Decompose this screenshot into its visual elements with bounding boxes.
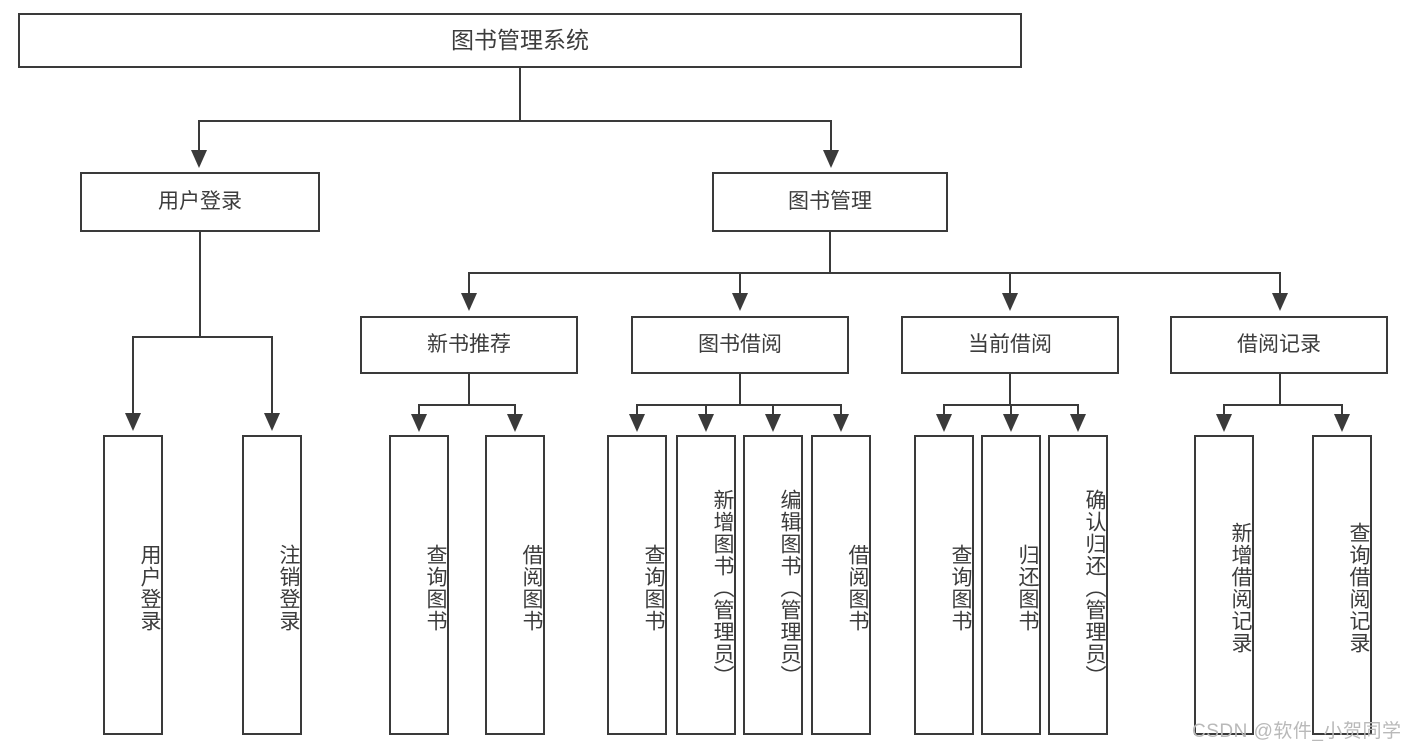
connector-bookborrow-drop-4 [840,404,842,416]
arrow-icon-currentborrow-1 [936,414,952,432]
arrow-icon-borrowrecord-2 [1334,414,1350,432]
connector-bookborrow-drop-2 [705,404,707,416]
leaf-bookborrow-query-book[interactable]: 查询图书 [607,435,667,735]
arrow-icon-currentborrow-3 [1070,414,1086,432]
node-new-book-recommend[interactable]: 新书推荐 [360,316,578,374]
node-book-management[interactable]: 图书管理 [712,172,948,232]
connector-userlogin-stem [199,232,201,337]
connector-userlogin-drop-2 [271,336,273,415]
connector-bookmgmt-stem [829,232,831,274]
node-borrow-record[interactable]: 借阅记录 [1170,316,1388,374]
node-root-system[interactable]: 图书管理系统 [18,13,1022,68]
arrow-icon-userlogin-2 [264,413,280,431]
connector-borrowrecord-drop-2 [1341,404,1343,416]
connector-bookmgmt-drop-3 [1009,272,1011,295]
node-label: 注销登录 [277,544,300,632]
arrow-icon-bookmgmt-2 [732,293,748,311]
arrow-icon-newbook-2 [507,414,523,432]
node-label: 确认归还（管理员） [1083,489,1106,687]
leaf-borrowrecord-add-record[interactable]: 新增借阅记录 [1194,435,1254,735]
connector-bookborrow-drop-3 [772,404,774,416]
connector-bookborrow-bus [636,404,842,406]
arrow-icon-currentborrow-2 [1003,414,1019,432]
node-label: 图书借阅 [698,332,782,356]
leaf-newbook-borrow-book[interactable]: 借阅图书 [485,435,545,735]
node-label: 用户登录 [158,189,242,213]
connector-newbook-drop-1 [418,404,420,416]
node-label: 用户登录 [138,544,161,632]
node-label: 编辑图书（管理员） [778,489,801,687]
connector-root-stem [519,68,521,120]
node-label: 当前借阅 [968,332,1052,356]
arrow-icon-borrowrecord-1 [1216,414,1232,432]
connector-bookborrow-drop-1 [636,404,638,416]
node-label: 查询图书 [424,544,447,632]
connector-currentborrow-drop-3 [1077,404,1079,416]
leaf-newbook-query-book[interactable]: 查询图书 [389,435,449,735]
arrow-icon-bookborrow-1 [629,414,645,432]
node-book-borrow[interactable]: 图书借阅 [631,316,849,374]
node-label: 借阅图书 [520,544,543,632]
node-label: 归还图书 [1016,544,1039,632]
connector-newbook-drop-2 [514,404,516,416]
node-label: 图书管理 [788,189,872,213]
connector-bookmgmt-drop-1 [468,272,470,295]
connector-borrowrecord-stem [1279,374,1281,406]
connector-newbook-bus [418,404,516,406]
connector-borrowrecord-drop-1 [1223,404,1225,416]
connector-root-drop-2 [830,120,832,152]
leaf-borrowrecord-query-record[interactable]: 查询借阅记录 [1312,435,1372,735]
node-label: 新增图书（管理员） [711,489,734,687]
arrow-icon-bookmgmt-3 [1002,293,1018,311]
connector-borrowrecord-bus [1223,404,1343,406]
node-label: 查询借阅记录 [1347,522,1370,654]
connector-bookmgmt-bus [468,272,1280,274]
leaf-logout[interactable]: 注销登录 [242,435,302,735]
arrow-icon-newbook-1 [411,414,427,432]
connector-bookmgmt-drop-2 [739,272,741,295]
leaf-currentborrow-return-book[interactable]: 归还图书 [981,435,1041,735]
connector-root-bus [198,120,832,122]
watermark-text: CSDN @软件_小贺同学 [1192,721,1402,742]
arrow-icon-bookborrow-3 [765,414,781,432]
connector-userlogin-drop-1 [132,336,134,415]
leaf-currentborrow-confirm-return[interactable]: 确认归还（管理员） [1048,435,1108,735]
leaf-bookborrow-borrow-book[interactable]: 借阅图书 [811,435,871,735]
node-label: 查询图书 [642,544,665,632]
node-label: 借阅记录 [1237,332,1321,356]
arrow-icon-root-2 [823,150,839,168]
arrow-icon-userlogin-1 [125,413,141,431]
node-user-login[interactable]: 用户登录 [80,172,320,232]
node-label: 借阅图书 [846,544,869,632]
arrow-icon-bookmgmt-4 [1272,293,1288,311]
connector-bookmgmt-drop-4 [1279,272,1281,295]
leaf-currentborrow-query-book[interactable]: 查询图书 [914,435,974,735]
connector-bookborrow-stem [739,374,741,406]
connector-root-drop-1 [198,120,200,152]
node-label: 新增借阅记录 [1229,522,1252,654]
connector-newbook-stem [468,374,470,406]
node-label: 新书推荐 [427,332,511,356]
node-label: 查询图书 [949,544,972,632]
connector-currentborrow-drop-2 [1010,404,1012,416]
node-current-borrow[interactable]: 当前借阅 [901,316,1119,374]
arrow-icon-root-1 [191,150,207,168]
arrow-icon-bookmgmt-1 [461,293,477,311]
connector-currentborrow-stem [1009,374,1011,406]
connector-currentborrow-drop-1 [943,404,945,416]
leaf-bookborrow-add-book[interactable]: 新增图书（管理员） [676,435,736,735]
arrow-icon-bookborrow-2 [698,414,714,432]
leaf-user-login[interactable]: 用户登录 [103,435,163,735]
leaf-bookborrow-edit-book[interactable]: 编辑图书（管理员） [743,435,803,735]
arrow-icon-bookborrow-4 [833,414,849,432]
connector-userlogin-bus [132,336,272,338]
node-label: 图书管理系统 [451,27,589,54]
